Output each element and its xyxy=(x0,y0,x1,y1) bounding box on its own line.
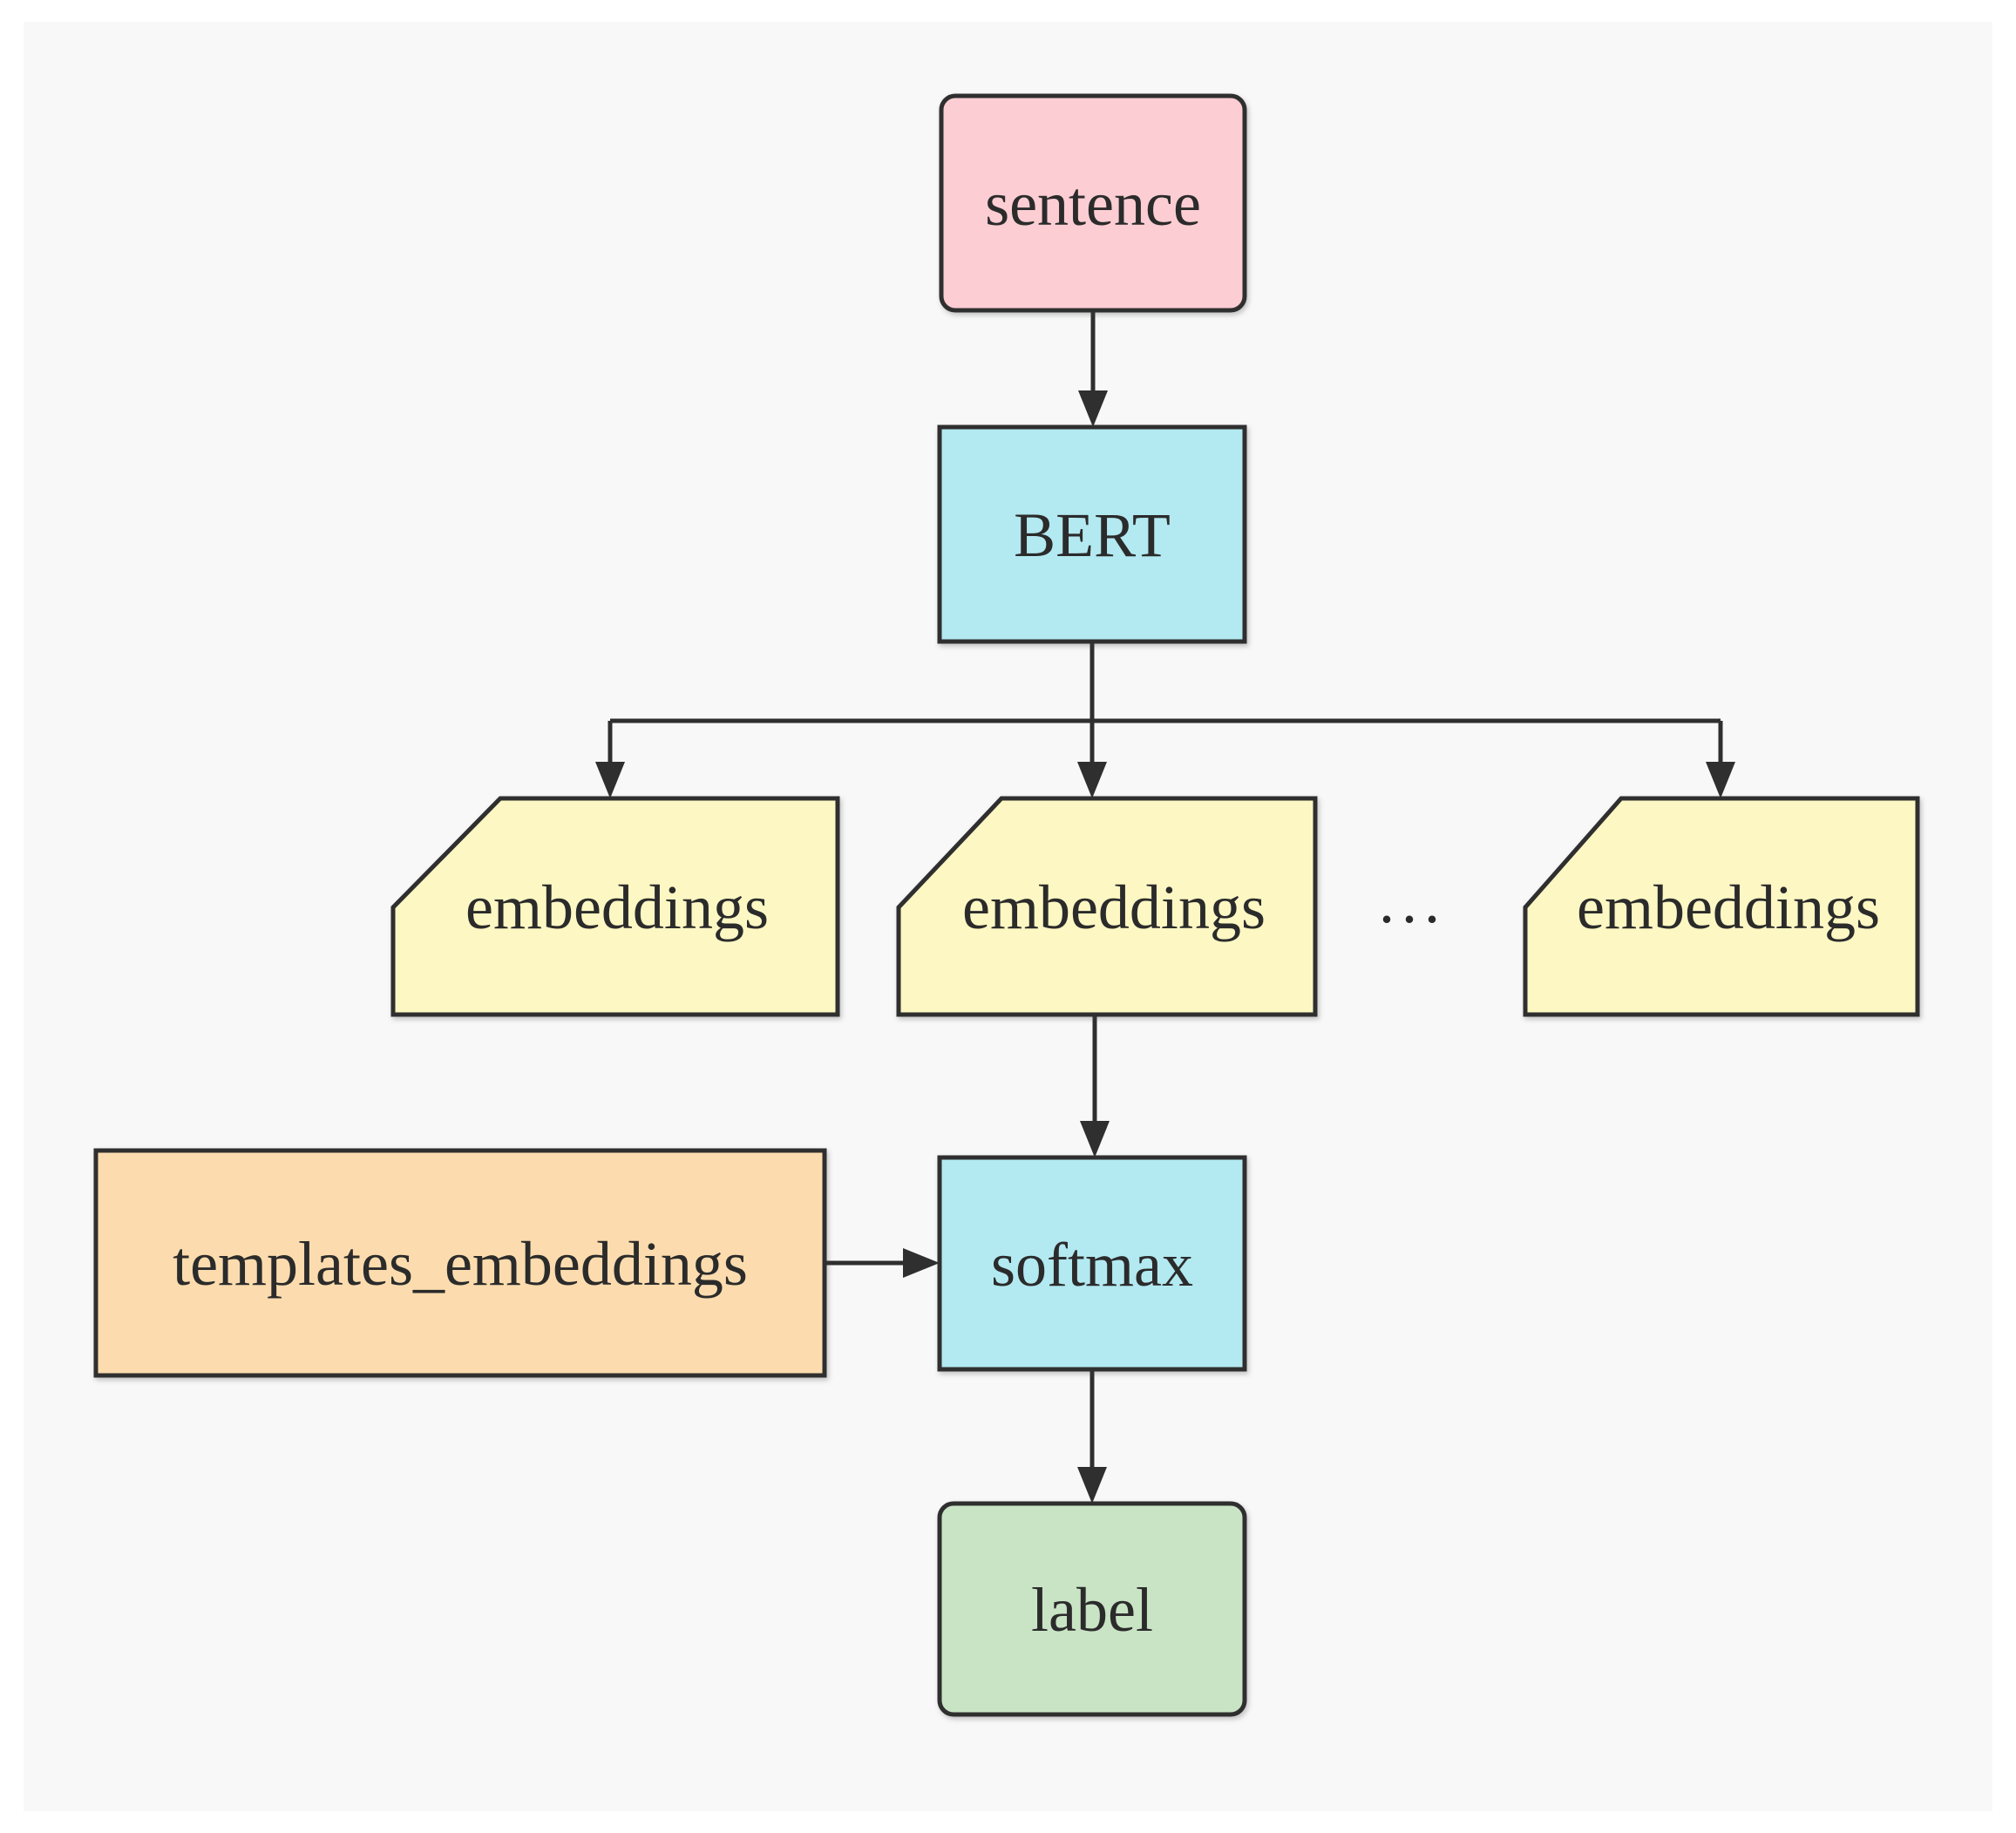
edge-bert-embeddings-left-arrowhead xyxy=(595,762,625,798)
edge-sentence-bert-arrowhead xyxy=(1078,390,1108,427)
edge-bert-embeddings-middle-arrowhead xyxy=(1077,762,1107,798)
node-embeddings-left: embeddings xyxy=(390,796,840,1017)
node-templates-embeddings-shape xyxy=(93,1148,827,1378)
node-bert-label: BERT xyxy=(1014,500,1171,570)
node-embeddings-right-label: embeddings xyxy=(1577,872,1880,942)
edge-softmax-label-arrowhead xyxy=(1077,1467,1107,1504)
node-softmax-label: softmax xyxy=(991,1230,1193,1300)
edge-bert-embeddings-right-arrowhead xyxy=(1706,762,1735,798)
node-softmax-shape xyxy=(937,1155,1247,1372)
node-embeddings-right-shape xyxy=(1523,796,1920,1017)
node-sentence: sentence xyxy=(939,93,1247,313)
edge-embeddings-softmax-arrowhead xyxy=(1080,1121,1110,1158)
node-embeddings-right: embeddings xyxy=(1523,796,1920,1017)
node-sentence-label: sentence xyxy=(985,169,1201,239)
node-embeddings-middle-label: embeddings xyxy=(962,872,1266,942)
edge-templates-softmax-arrowhead xyxy=(903,1248,940,1278)
edge-layer xyxy=(595,310,1735,1504)
ellipsis-label: ... xyxy=(1379,866,1447,936)
node-label: label xyxy=(937,1501,1247,1717)
node-sentence-shape xyxy=(939,93,1247,313)
node-embeddings-middle-shape xyxy=(896,796,1318,1017)
node-layer: sentence BERT embeddings embeddings ... xyxy=(93,93,1920,1717)
node-embeddings-middle: embeddings xyxy=(896,796,1318,1017)
node-embeddings-left-shape xyxy=(390,796,840,1017)
node-bert: BERT xyxy=(937,424,1247,644)
node-embeddings-left-label: embeddings xyxy=(465,872,769,942)
node-label-shape xyxy=(937,1501,1247,1717)
node-bert-shape xyxy=(937,424,1247,644)
node-label-label: label xyxy=(1031,1575,1153,1645)
node-templates-embeddings-label: templates_embeddings xyxy=(173,1229,748,1299)
node-softmax: softmax xyxy=(937,1155,1247,1372)
node-templates-embeddings: templates_embeddings xyxy=(93,1148,827,1378)
